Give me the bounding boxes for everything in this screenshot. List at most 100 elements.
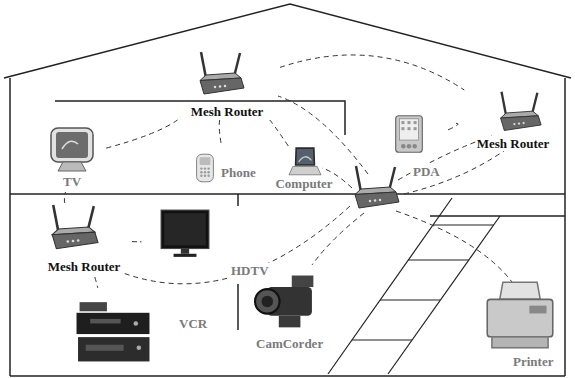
hdtv-icon [140,208,230,260]
wireless-link [280,55,464,90]
phone-icon [200,175,202,177]
printer-icon [492,337,548,348]
device-label: TV [62,174,82,189]
router-icon [67,240,70,243]
router-icon [53,205,58,232]
wall-line [9,78,11,376]
pda-icon [401,121,416,130]
router-icon [374,199,377,202]
device-node: TV [40,122,106,192]
wall-line [564,78,566,376]
router-icon [522,122,524,124]
router-icon [518,122,520,124]
tv-icon [62,141,78,149]
hdtv-icon [161,210,209,248]
pda-icon [412,144,417,149]
router-icon [200,78,244,94]
vcr-icon [134,321,139,326]
router-icon [379,199,382,202]
router-icon [214,86,217,89]
pda-icon [414,121,417,124]
router-icon [219,85,222,88]
laptop-icon [296,149,313,164]
device-node: Printer [478,274,566,372]
device-node: HDTV [140,208,273,280]
device-node: CamCorder [245,262,345,354]
stair-step [433,224,494,225]
vcr-icon [137,345,142,350]
printer-icon [480,276,560,354]
router-icon [72,240,75,243]
wall-line [237,284,239,330]
printer-icon [500,282,541,299]
cam-icon [255,289,279,313]
wireless-link [98,206,350,284]
router-icon [513,123,515,125]
device-label: Phone [220,165,257,180]
vcr-icon [86,345,124,351]
device-node: PDA [386,106,448,182]
laptop-icon [299,157,312,162]
pda-icon [390,108,428,160]
house-outline [4,4,571,376]
vcr-icon [78,337,149,361]
router-icon [185,50,255,100]
phone-icon [204,171,206,173]
router-icon [369,200,372,203]
wireless-link [396,211,512,282]
wireless-link [95,277,98,288]
laptop-icon [289,166,321,174]
vcr-icon [90,319,120,324]
stair-step [352,339,412,340]
hdtv-icon [164,213,206,245]
wireless-link [106,120,178,148]
wireless-link [98,96,516,284]
phone-icon [197,154,214,182]
router-label: Mesh Router [47,259,122,274]
phone-icon [204,167,206,169]
cam-icon [262,296,274,308]
wireless-link [219,120,221,143]
laptop-icon [295,147,315,166]
pda-icon [400,119,419,140]
wireless-link [278,96,368,174]
router-icon [77,239,80,242]
router-icon [224,85,227,88]
pda-icon [401,127,404,130]
printer-icon [487,299,553,336]
vcr-icon [77,313,150,334]
device-label: CamCorder [255,336,324,351]
pda-icon [396,116,423,152]
phone-icon [207,167,209,169]
vcr-icon [80,302,107,311]
router-node: Mesh Router [175,50,280,120]
printer-icon [529,306,546,314]
device-label: Printer [512,354,554,369]
device-label: Computer [274,176,333,191]
hdtv-icon [174,254,197,257]
router-label: Mesh Router [476,136,551,151]
wireless-link [448,123,458,130]
pda-icon [401,121,404,124]
pda-icon [407,144,412,149]
router-node: Mesh Router [36,203,132,277]
pda-icon [414,127,417,130]
cam-icon [292,276,314,288]
device-node: VCR [48,288,213,370]
tv-icon [51,128,93,162]
phone-icon [200,157,211,165]
ground-line [10,375,565,377]
router-icon [355,166,399,208]
router-icon [501,116,541,131]
pda-icon [407,127,410,130]
tv-icon [56,132,88,158]
phone-icon [204,175,206,177]
wireless-link [270,120,289,146]
stair-step [408,259,469,260]
cam-icon [250,264,322,336]
wall-line [237,194,239,206]
router-icon [40,203,106,255]
wall-line [55,101,345,135]
device-node: Computer [264,146,344,192]
